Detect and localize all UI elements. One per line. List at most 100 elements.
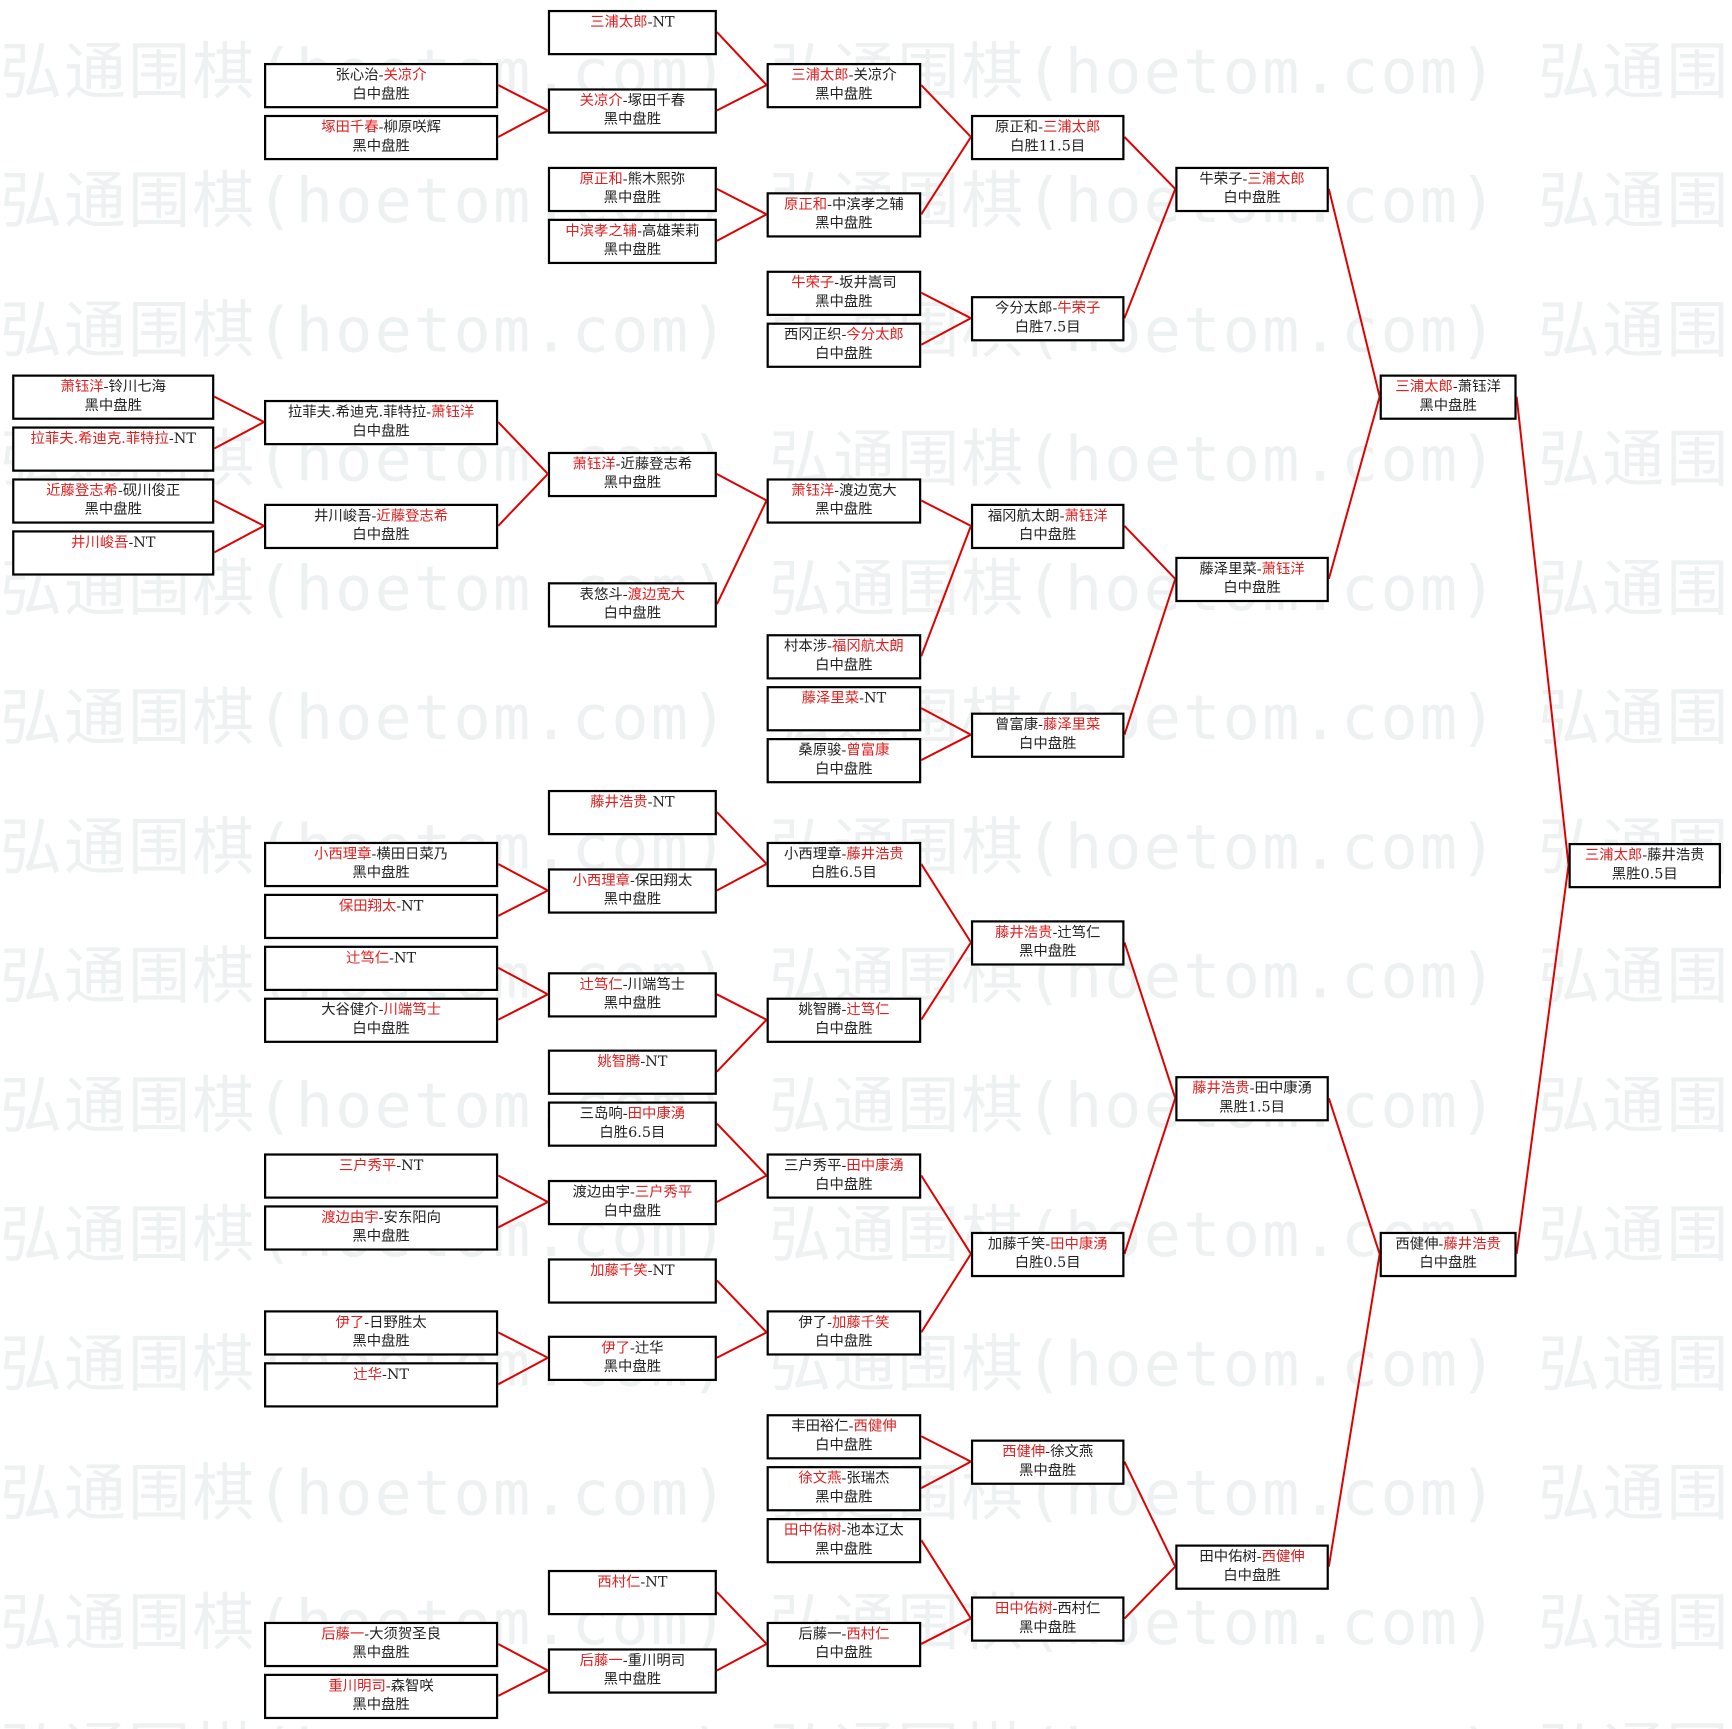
match-players: 西冈正织-今分太郎 bbox=[769, 326, 919, 345]
separator: - bbox=[378, 67, 384, 84]
match-result: 白中盘胜 bbox=[1018, 526, 1077, 544]
player-2: 萧钰洋 bbox=[431, 404, 475, 421]
player-2: 田中康湧 bbox=[1050, 1236, 1108, 1253]
bracket-connector bbox=[920, 291, 972, 320]
match-box: 藤泽里菜-NT bbox=[766, 686, 922, 732]
bracket-connector bbox=[497, 473, 549, 527]
match-players: 萧钰洋-渡边宽大 bbox=[769, 482, 919, 501]
player-1: 田中佑树 bbox=[995, 1600, 1053, 1618]
player-1: 藤井浩贵 bbox=[1192, 1080, 1250, 1098]
match-players: 藤泽里菜-NT bbox=[769, 689, 919, 708]
match-box: 牛荣子-坂井嵩司黑中盘胜 bbox=[766, 270, 922, 316]
player-1: 伊了 bbox=[335, 1314, 365, 1332]
bracket-connector bbox=[497, 889, 549, 917]
match-players: 中滨孝之辅-高雄茉莉 bbox=[550, 222, 715, 241]
player-2: 砚川俊正 bbox=[122, 482, 181, 500]
match-box: 加藤千笑-NT bbox=[547, 1258, 717, 1304]
player-1: 田中佑树 bbox=[784, 1522, 842, 1539]
separator: - bbox=[103, 378, 109, 396]
match-box: 今分太郎-牛荣子白胜7.5目 bbox=[970, 296, 1125, 342]
match-result: 黑中盘胜 bbox=[1419, 397, 1477, 415]
match-box: 辻笃仁-川端笃士黑中盘胜 bbox=[547, 972, 717, 1018]
player-1: 保田翔太 bbox=[338, 898, 397, 915]
bracket-connector bbox=[1123, 1565, 1177, 1620]
separator: - bbox=[622, 1652, 628, 1670]
match-result: 白胜11.5目 bbox=[1010, 138, 1086, 155]
bracket-connector bbox=[213, 525, 265, 554]
match-result: 白中盘胜 bbox=[815, 657, 873, 674]
player-1: 小西理章 bbox=[784, 846, 842, 863]
player-2: 近藤登志希 bbox=[620, 456, 693, 473]
match-players: 姚智腾-辻笃仁 bbox=[769, 1001, 919, 1020]
separator: - bbox=[1038, 119, 1043, 136]
player-1: 萧钰洋 bbox=[60, 378, 104, 396]
match-box: 塚田千春-柳原咲辉黑中盘胜 bbox=[263, 114, 499, 161]
player-1: 藤泽里菜 bbox=[1199, 561, 1257, 578]
player-2: NT bbox=[645, 1574, 668, 1591]
player-2: 大须贺圣良 bbox=[369, 1626, 441, 1643]
match-result: 黑中盘胜 bbox=[603, 190, 662, 207]
match-box: 小西理章-藤井浩贵白胜6.5目 bbox=[766, 841, 922, 888]
player-2: 西健伸 bbox=[1261, 1548, 1305, 1566]
player-1: 三浦太郎 bbox=[1395, 378, 1453, 396]
bracket-connector bbox=[497, 993, 549, 1021]
match-players: 姚智腾-NT bbox=[550, 1053, 715, 1072]
bracket-connector bbox=[920, 499, 972, 527]
match-result: 白中盘胜 bbox=[1018, 735, 1077, 753]
player-2: NT bbox=[173, 430, 196, 448]
match-result: 白中盘胜 bbox=[352, 1020, 410, 1038]
player-2: 近藤登志希 bbox=[376, 508, 449, 525]
match-players: 伊了-日野胜太 bbox=[266, 1314, 496, 1333]
match-result: 白中盘胜 bbox=[352, 86, 410, 103]
match-players: 辻笃仁-NT bbox=[266, 949, 496, 968]
bracket-connector bbox=[1123, 1097, 1177, 1255]
match-players: 西健伸-徐文燕 bbox=[973, 1443, 1122, 1462]
match-box: 姚智腾-辻笃仁白中盘胜 bbox=[766, 997, 922, 1043]
separator: - bbox=[396, 898, 402, 915]
separator: - bbox=[629, 1184, 635, 1201]
match-box: 保田翔太-NT bbox=[263, 893, 499, 940]
player-2: 藤泽里菜 bbox=[1042, 717, 1101, 734]
match-result: 白中盘胜 bbox=[603, 1203, 662, 1220]
player-1: 近藤登志希 bbox=[46, 482, 118, 500]
match-players: 西村仁-NT bbox=[550, 1573, 715, 1592]
match-box: 伊了-日野胜太黑中盘胜 bbox=[263, 1310, 499, 1356]
match-players: 今分太郎-牛荣子 bbox=[973, 299, 1122, 318]
match-box: 关凉介-塚田千春黑中盘胜 bbox=[547, 88, 717, 134]
separator: - bbox=[834, 275, 840, 292]
match-players: 田中佑树-池本辽太 bbox=[769, 1521, 919, 1540]
player-2: 辻华 bbox=[634, 1340, 664, 1357]
match-box: 原正和-熊木熙弥黑中盘胜 bbox=[547, 166, 717, 213]
bracket-connector bbox=[1123, 525, 1177, 580]
match-result: 白中盘胜 bbox=[352, 423, 410, 440]
player-2: 今分太郎 bbox=[846, 327, 904, 344]
player-2: 西村仁 bbox=[1057, 1600, 1101, 1618]
match-box: 田中佑树-池本辽太黑中盘胜 bbox=[766, 1517, 922, 1564]
bracket-connector bbox=[1123, 942, 1177, 1099]
separator: - bbox=[389, 950, 394, 967]
player-1: 大谷健介 bbox=[321, 1002, 379, 1019]
separator: - bbox=[364, 1626, 370, 1643]
bracket-connector bbox=[715, 500, 768, 605]
match-result: 黑中盘胜 bbox=[603, 475, 662, 492]
player-2: 渡边宽大 bbox=[627, 586, 686, 604]
match-box: 三户秀平-田中康湧白中盘胜 bbox=[766, 1153, 922, 1199]
bracket-connector bbox=[213, 421, 265, 450]
bracket-connector bbox=[920, 1253, 972, 1333]
separator: - bbox=[1045, 1236, 1051, 1253]
player-1: 姚智腾 bbox=[798, 1002, 842, 1019]
match-players: 田中佑树-西村仁 bbox=[973, 1600, 1122, 1619]
player-2: 藤井浩贵 bbox=[846, 846, 904, 863]
separator: - bbox=[1452, 378, 1458, 396]
match-players: 三岛响-田中康湧 bbox=[550, 1105, 715, 1124]
player-2: 关凉介 bbox=[383, 67, 427, 84]
player-1: 三户秀平 bbox=[338, 1157, 397, 1175]
player-2: 田中康湧 bbox=[1254, 1080, 1312, 1098]
match-result: 黑中盘胜 bbox=[352, 1696, 410, 1714]
player-2: 关凉介 bbox=[853, 67, 897, 84]
bracket-connector bbox=[716, 473, 768, 502]
bracket-connector bbox=[497, 1201, 549, 1229]
match-box: 伊了-辻华黑中盘胜 bbox=[547, 1335, 717, 1381]
separator: - bbox=[1642, 847, 1648, 864]
